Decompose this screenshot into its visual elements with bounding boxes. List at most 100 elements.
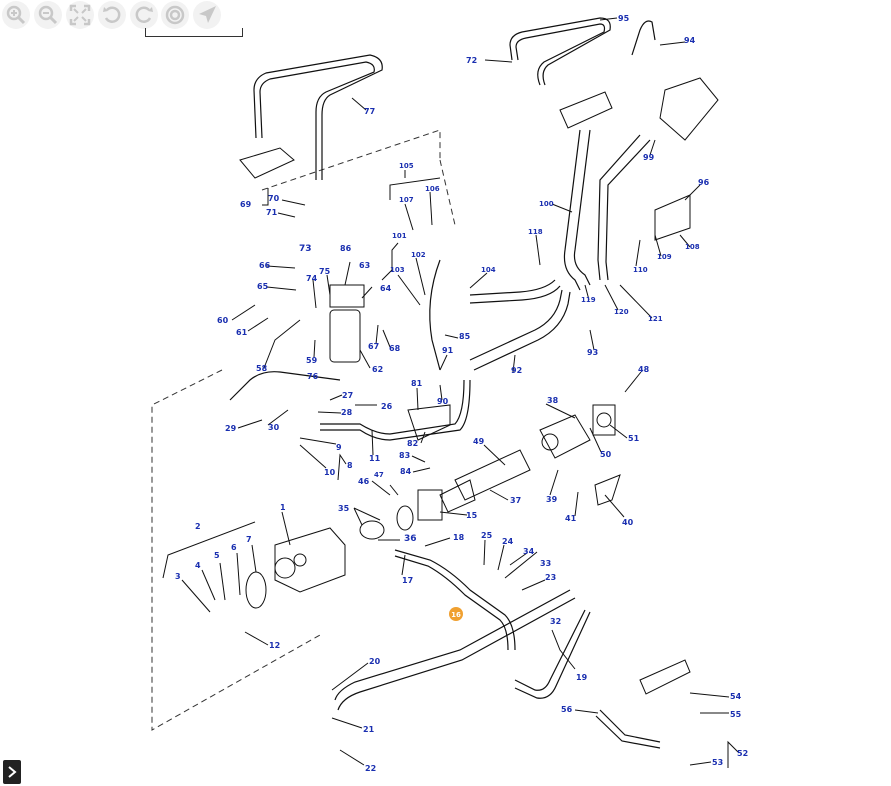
ref-label-118[interactable]: 118 [528,228,543,236]
ref-label-75[interactable]: 75 [319,267,331,276]
ref-label-36[interactable]: 36 [404,534,417,544]
ref-label-28[interactable]: 28 [341,408,353,417]
ref-label-55[interactable]: 55 [730,710,742,719]
ref-label-81[interactable]: 81 [411,379,423,388]
ref-label-53[interactable]: 53 [712,758,723,767]
ref-label-17[interactable]: 17 [402,576,413,585]
ref-label-95[interactable]: 95 [618,14,630,23]
ref-label-68[interactable]: 68 [389,344,401,353]
ref-label-76[interactable]: 76 [307,372,319,381]
ref-label-48[interactable]: 48 [638,365,650,374]
ref-label-73[interactable]: 73 [299,244,312,254]
ref-label-100[interactable]: 100 [539,200,554,208]
fit-screen-button[interactable] [66,1,94,29]
ref-label-74[interactable]: 74 [306,274,318,283]
ref-label-26[interactable]: 26 [381,402,393,411]
ref-label-107[interactable]: 107 [399,196,414,204]
ref-label-15[interactable]: 15 [466,511,478,520]
highlighted-part-marker[interactable]: 16 [449,607,463,621]
ref-label-69[interactable]: 69 [240,200,252,209]
ref-label-24[interactable]: 24 [502,537,514,546]
ref-label-93[interactable]: 93 [587,348,598,357]
ref-label-105[interactable]: 105 [399,162,414,170]
ref-label-121[interactable]: 121 [648,315,663,323]
ref-label-56[interactable]: 56 [561,705,573,714]
ref-label-35[interactable]: 35 [338,504,350,513]
ref-label-61[interactable]: 61 [236,328,248,337]
ref-label-21[interactable]: 21 [363,725,375,734]
ref-label-108[interactable]: 108 [685,243,700,251]
ref-label-34[interactable]: 34 [523,547,535,556]
ref-label-77[interactable]: 77 [364,107,375,116]
ref-label-54[interactable]: 54 [730,692,742,701]
ref-label-20[interactable]: 20 [369,657,381,666]
ref-label-38[interactable]: 38 [547,396,559,405]
ref-label-4[interactable]: 4 [195,561,201,570]
ref-label-7[interactable]: 7 [246,535,252,544]
ref-label-66[interactable]: 66 [259,261,271,270]
ref-label-92[interactable]: 92 [511,366,522,375]
ref-label-52[interactable]: 52 [737,749,748,758]
ref-label-51[interactable]: 51 [628,434,640,443]
ref-label-2[interactable]: 2 [195,522,201,531]
ref-label-30[interactable]: 30 [268,423,280,432]
ref-label-1[interactable]: 1 [280,503,286,512]
ref-label-65[interactable]: 65 [257,282,269,291]
ref-label-37[interactable]: 37 [510,496,521,505]
ref-label-50[interactable]: 50 [600,450,612,459]
ref-label-8[interactable]: 8 [347,461,353,470]
ref-label-58[interactable]: 58 [256,364,268,373]
ref-label-94[interactable]: 94 [684,36,696,45]
ref-label-86[interactable]: 86 [340,244,352,253]
ref-label-119[interactable]: 119 [581,296,596,304]
ref-label-40[interactable]: 40 [622,518,634,527]
ref-label-103[interactable]: 103 [390,266,405,274]
ref-label-18[interactable]: 18 [453,533,465,542]
ref-label-12[interactable]: 12 [269,641,280,650]
ref-label-91[interactable]: 91 [442,346,454,355]
ref-label-63[interactable]: 63 [359,261,370,270]
ref-label-85[interactable]: 85 [459,332,471,341]
ref-label-70[interactable]: 70 [268,194,280,203]
ref-label-96[interactable]: 96 [698,178,710,187]
ref-label-71[interactable]: 71 [266,208,278,217]
ref-label-33[interactable]: 33 [540,559,551,568]
ref-label-62[interactable]: 62 [372,365,383,374]
ref-label-27[interactable]: 27 [342,391,353,400]
ref-label-99[interactable]: 99 [643,153,655,162]
ref-label-23[interactable]: 23 [545,573,556,582]
ref-label-82[interactable]: 82 [407,439,418,448]
ref-label-32[interactable]: 32 [550,617,561,626]
ref-label-64[interactable]: 64 [380,284,392,293]
ref-label-3[interactable]: 3 [175,572,181,581]
ref-label-47[interactable]: 47 [374,471,384,479]
ref-label-29[interactable]: 29 [225,424,237,433]
ref-label-109[interactable]: 109 [657,253,672,261]
ref-label-83[interactable]: 83 [399,451,410,460]
ref-label-106[interactable]: 106 [425,185,440,193]
rotate-right-button[interactable] [130,1,158,29]
ref-label-41[interactable]: 41 [565,514,577,523]
ref-label-67[interactable]: 67 [368,342,379,351]
ref-label-104[interactable]: 104 [481,266,496,274]
ref-label-60[interactable]: 60 [217,316,229,325]
rotate-left-button[interactable] [98,1,126,29]
ref-label-19[interactable]: 19 [576,673,588,682]
ref-label-110[interactable]: 110 [633,266,648,274]
ref-label-9[interactable]: 9 [336,443,342,452]
ref-label-72[interactable]: 72 [466,56,477,65]
zoom-out-button[interactable] [34,1,62,29]
ref-label-11[interactable]: 11 [369,454,381,463]
ref-label-6[interactable]: 6 [231,543,237,552]
ref-label-90[interactable]: 90 [437,397,449,406]
sidebar-expand-button[interactable] [3,760,21,784]
ref-label-25[interactable]: 25 [481,531,493,540]
target-button[interactable] [161,1,189,29]
ref-label-22[interactable]: 22 [365,764,376,773]
ref-label-102[interactable]: 102 [411,251,426,259]
ref-label-101[interactable]: 101 [392,232,407,240]
ref-label-46[interactable]: 46 [358,477,370,486]
ref-label-120[interactable]: 120 [614,308,629,316]
ref-label-10[interactable]: 10 [324,468,336,477]
ref-label-84[interactable]: 84 [400,467,412,476]
